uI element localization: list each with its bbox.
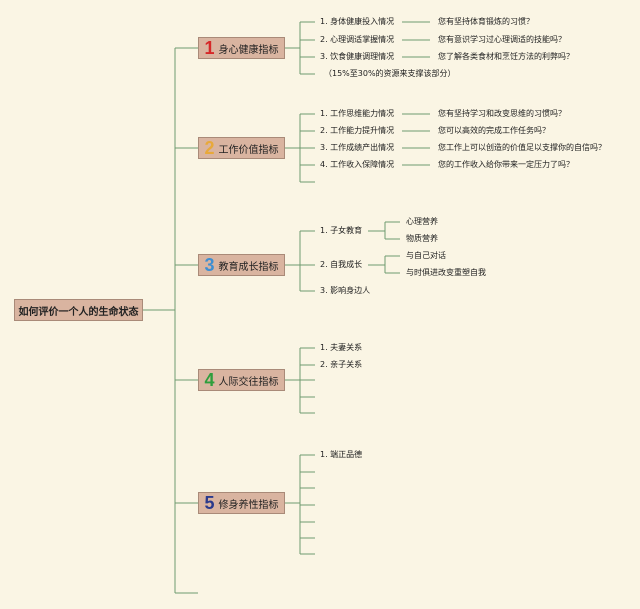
category-label: 身心健康指标 bbox=[218, 44, 279, 56]
category-label: 修身养性指标 bbox=[218, 499, 279, 511]
sub-item-label[interactable]: 与时俱进改变重塑自我 bbox=[406, 268, 486, 277]
item-label[interactable]: 1. 工作思维能力情况 bbox=[320, 109, 395, 118]
category-number: 1 bbox=[204, 37, 215, 58]
category-label: 人际交往指标 bbox=[218, 376, 279, 388]
item-label[interactable]: 1. 子女教育 bbox=[320, 226, 363, 235]
category-number: 2 bbox=[204, 137, 215, 158]
sub-item-label[interactable]: 物质营养 bbox=[406, 234, 438, 243]
item-question: 您可以高效的完成工作任务吗？ bbox=[438, 126, 550, 135]
item-label[interactable]: 2. 心理调适掌握情况 bbox=[320, 35, 395, 44]
sub-item-label[interactable]: 心理营养 bbox=[406, 217, 438, 226]
item-label[interactable]: 2. 亲子关系 bbox=[320, 360, 363, 369]
category-number: 4 bbox=[204, 369, 215, 390]
sub-item-label[interactable]: 与自己对话 bbox=[406, 251, 446, 260]
item-label[interactable]: 1. 身体健康投入情况 bbox=[320, 17, 395, 26]
item-question: 您了解各类食材和烹饪方法的利弊吗？ bbox=[438, 52, 574, 61]
item-label[interactable]: （15%至30%的资源来支撑该部分） bbox=[324, 69, 456, 78]
category-label: 教育成长指标 bbox=[218, 261, 279, 273]
item-question: 您有坚持体育锻炼的习惯？ bbox=[438, 17, 534, 26]
item-label[interactable]: 1. 端正品德 bbox=[320, 450, 363, 459]
category-number: 5 bbox=[204, 492, 215, 513]
root-node[interactable]: 如何评价一个人的生命状态 bbox=[14, 299, 143, 321]
item-label[interactable]: 2. 工作能力提升情况 bbox=[320, 126, 395, 135]
item-label[interactable]: 4. 工作收入保障情况 bbox=[320, 160, 395, 169]
item-question: 您有坚持学习和改变思维的习惯吗？ bbox=[438, 109, 566, 118]
category-number: 3 bbox=[204, 254, 215, 275]
item-label[interactable]: 3. 工作成绩产出情况 bbox=[320, 143, 395, 152]
item-label[interactable]: 3. 影响身边人 bbox=[320, 286, 371, 295]
item-question: 您有意识学习过心理调适的技能吗？ bbox=[438, 35, 566, 44]
item-label[interactable]: 2. 自我成长 bbox=[320, 260, 363, 269]
item-label[interactable]: 3. 饮食健康调理情况 bbox=[320, 52, 395, 61]
item-question: 您的工作收入给你带来一定压力了吗？ bbox=[438, 160, 574, 169]
item-label[interactable]: 1. 夫妻关系 bbox=[320, 343, 363, 352]
item-question: 您工作上可以创造的价值足以支撑你的自信吗？ bbox=[438, 143, 606, 152]
category-label: 工作价值指标 bbox=[218, 144, 279, 156]
